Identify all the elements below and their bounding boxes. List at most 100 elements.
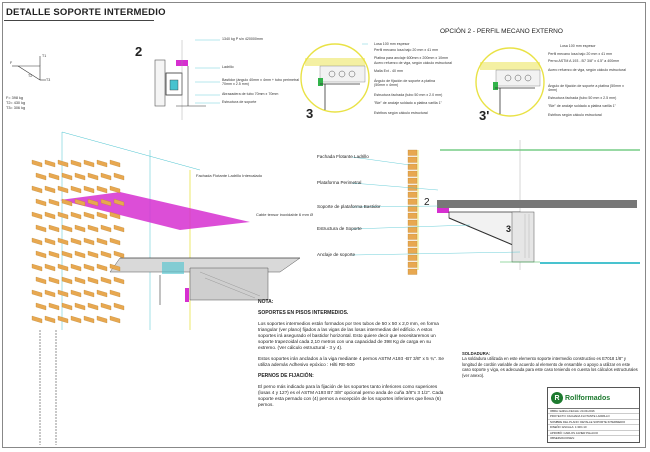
brick [31, 211, 43, 220]
note-sub1: SOPORTES EN PISOS INTERMEDIOS. [258, 310, 349, 316]
brick [113, 224, 125, 233]
detail-2-label: Estructura de soporte [222, 100, 257, 104]
brick [70, 159, 82, 168]
brick [48, 172, 60, 181]
brick [87, 224, 99, 233]
detail-3-label: Platina para anclaje 600mm x 200mm x 10m… [374, 56, 449, 60]
section-brick-column [407, 149, 418, 275]
detail-2-label: Ladrillo [222, 65, 234, 69]
drawing-frame [2, 2, 646, 448]
section-brick [407, 254, 418, 261]
section-label: Fachada Flotante Ladrillo [317, 154, 369, 159]
title-block-row: PROYECTO: FACHADA FLOTANTE LADRILLO [548, 414, 639, 420]
brick [109, 263, 121, 272]
detail-3-label: Estructura fachada (tubo 50 mm x 2.0 mm) [374, 93, 443, 97]
logo-mark-icon: R [551, 392, 563, 404]
section-brick [407, 156, 418, 163]
brick [83, 263, 95, 272]
brick [83, 159, 95, 168]
brick [57, 263, 69, 272]
brick [83, 185, 95, 194]
brick [109, 185, 121, 194]
detail-3-label: Ángulo de fijación de soporte a platina … [374, 79, 435, 87]
brick [44, 289, 56, 298]
detail-2-label: Bastidor (ángulo 40mm x 4mm + tubo perim… [222, 78, 299, 86]
title-block-row: NOMBRE DEL PLANO: DETALLE SOPORTE INTERM… [548, 420, 639, 426]
section-number-3: 3 [506, 224, 512, 234]
brick [74, 276, 86, 285]
brick [35, 276, 47, 285]
title-block-row: OBRA: Edificio FECHA: 23-09-2016 [548, 409, 639, 415]
note-paragraph: Estos soportes irán anclados a la viga m… [258, 356, 444, 367]
brick [113, 250, 125, 259]
leader-line [351, 251, 521, 256]
brick [57, 315, 69, 324]
brick [31, 159, 43, 168]
section-brick [407, 212, 418, 219]
detail-3-label: Losa 100 mm espesor [374, 42, 410, 46]
section-label: Estructura de Soporte [317, 226, 362, 231]
brick [96, 211, 108, 220]
company-name: Rollformados [565, 394, 611, 402]
force-f: F= 398 kg [6, 96, 23, 100]
brick [48, 302, 60, 311]
soldadura-heading: SOLDADURA: [462, 351, 491, 356]
brick [61, 250, 73, 259]
section-brick [407, 233, 418, 240]
brick [35, 172, 47, 181]
section-brick [407, 219, 418, 226]
note-block: NOTA: SOPORTES EN PISOS INTERMEDIOS. Los… [258, 299, 446, 413]
iso-cable-label: Cable tensor inoxidable 6 mm Ø [256, 212, 314, 217]
section-brick [407, 205, 418, 212]
isometric-facade [39, 131, 301, 445]
leader-line [351, 182, 439, 191]
section-label: Anclaje de soporte [317, 252, 356, 257]
brick [100, 302, 112, 311]
title-block-header: R Rollformados [548, 388, 639, 409]
section-label: Soporte de plataforma Bastidor [317, 204, 381, 209]
brick [61, 172, 73, 181]
detail-3-label: "Bie" de anclaje soldado a platina varil… [374, 101, 442, 105]
brick [48, 198, 60, 207]
note-paragraph: Los soportes intermedios están formados … [258, 321, 439, 350]
brick [48, 224, 60, 233]
detail-3p-label: Estribos según cálculo estructural [548, 113, 602, 117]
brick [44, 263, 56, 272]
detail-2-label: 1340 kg P s/n 420000mm [222, 37, 263, 41]
brick [74, 302, 86, 311]
brick [31, 289, 43, 298]
brick [70, 315, 82, 324]
section-brick [407, 268, 418, 275]
section-brick [407, 240, 418, 247]
company-logo: R Rollformados [551, 392, 610, 404]
leader-line [351, 205, 439, 208]
detail-3-label: Estribos según cálculo estructural [374, 111, 428, 115]
brick [35, 224, 47, 233]
brick [31, 185, 43, 194]
brick [61, 224, 73, 233]
brick [96, 315, 108, 324]
brick [87, 250, 99, 259]
brick [83, 211, 95, 220]
leader-line [351, 224, 471, 230]
brick [100, 250, 112, 259]
force-t3: T3= 306 kg [6, 106, 26, 110]
soldadura-block: SOLDADURA: La soldadura utilizada en est… [462, 351, 638, 378]
brick [61, 198, 73, 207]
brick [44, 237, 56, 246]
brick [96, 263, 108, 272]
brick [96, 159, 108, 168]
brick [100, 224, 112, 233]
brick [109, 315, 121, 324]
detail-2-label: Abrazadera de tubo 70mm x 70mm [222, 92, 279, 96]
detail-3-number: 3 [306, 106, 314, 121]
detail-3p-label: Acero refuerzo de viga, según cálculo es… [548, 68, 626, 72]
section-brick [407, 191, 418, 198]
brick [35, 250, 47, 259]
detail-2-number: 2 [135, 44, 143, 59]
soldadura-text: La soldadura utilizada en este elemento … [462, 356, 638, 378]
brick [61, 302, 73, 311]
brick [87, 198, 99, 207]
brick [87, 302, 99, 311]
brick [31, 237, 43, 246]
